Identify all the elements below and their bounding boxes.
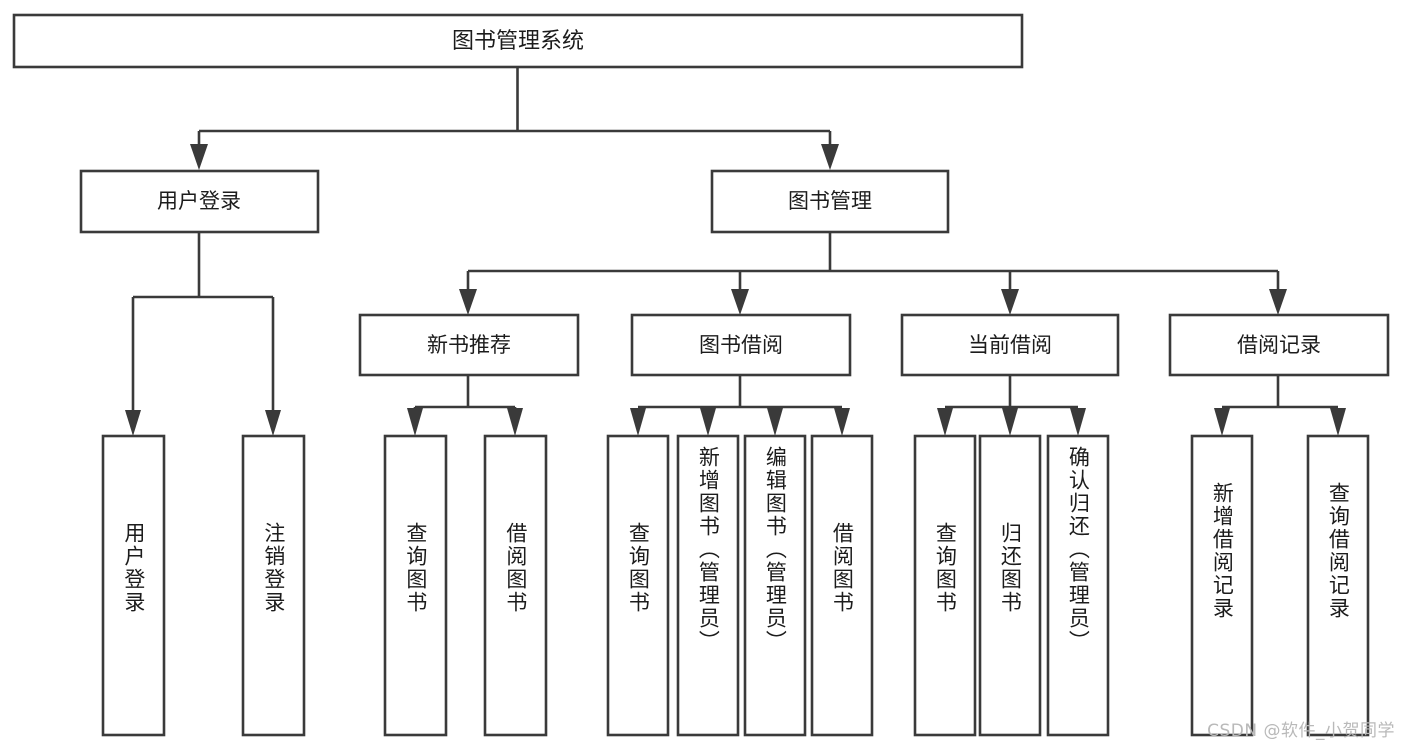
connector-group-new-book [407,375,523,436]
node-new-book-recommend-label: 新书推荐 [427,333,511,357]
leaf-box-book-borrow-4[interactable] [810,434,874,737]
arrow-head-book-borrow [731,289,749,315]
arrow-head-leaf-current-borrow-2 [1002,408,1018,436]
arrow-head-leaf-book-borrow-1 [630,408,646,436]
node-current-borrow[interactable]: 当前借阅 [900,313,1120,377]
node-user-login[interactable]: 用户登录 [79,169,320,234]
arrow-head-borrow-record [1269,289,1287,315]
leaf-box-user-login-2[interactable] [241,434,306,737]
node-book-manage[interactable]: 图书管理 [710,169,950,234]
arrow-head-leaf-book-borrow-4 [834,408,850,436]
leaf-box-new-book-1[interactable] [383,434,448,737]
arrow-head-leaf-current-borrow-3 [1070,408,1086,436]
node-root-box [12,13,1024,69]
node-user-login-box [79,169,320,234]
connector-group-book-borrow [630,375,850,436]
arrow-head-book-manage [821,144,839,170]
arrow-head-leaf-new-book-1 [407,408,423,436]
node-borrow-record-box [1168,313,1390,377]
leaf-box-new-book-2[interactable] [483,434,548,737]
node-user-login-label: 用户登录 [157,189,241,213]
leaf-boxes-user-login [101,434,306,737]
arrow-head-leaf-book-borrow-3 [767,408,783,436]
node-book-borrow-label: 图书借阅 [699,333,783,357]
arrow-head-leaf-borrow-record-1 [1214,408,1230,436]
connector-group-root [190,67,839,170]
leaf-box-borrow-record-2[interactable] [1306,434,1370,737]
arrow-head-leaf-new-book-2 [507,408,523,436]
arrow-head-current-borrow [1001,289,1019,315]
watermark-text: CSDN @软件_小贺同学 [1207,721,1395,741]
arrow-head-leaf-user-login-2 [265,410,281,436]
arrow-head-leaf-book-borrow-2 [700,408,716,436]
node-borrow-record-label: 借阅记录 [1237,333,1321,357]
node-current-borrow-box [900,313,1120,377]
node-borrow-record[interactable]: 借阅记录 [1168,313,1390,377]
connector-group-user-login [125,232,281,436]
node-book-borrow-box [630,313,852,377]
node-book-manage-box [710,169,950,234]
node-root-label: 图书管理系统 [452,29,584,54]
leaf-box-current-borrow-2[interactable] [978,434,1042,737]
node-new-book-recommend[interactable]: 新书推荐 [358,313,580,377]
leaf-box-user-login-1[interactable] [101,434,166,737]
leaf-boxes-borrow-record [1190,434,1370,737]
node-current-borrow-label: 当前借阅 [968,333,1052,357]
leaf-box-book-borrow-1[interactable] [606,434,670,737]
connector-group-current-borrow [937,375,1086,436]
node-new-book-recommend-box [358,313,580,377]
arrow-head-leaf-current-borrow-1 [937,408,953,436]
connector-group-borrow-record [1214,375,1346,436]
leaf-box-book-borrow-3[interactable] [743,434,807,737]
node-book-manage-label: 图书管理 [788,189,872,213]
arrow-head-leaf-user-login-1 [125,410,141,436]
arrow-head-user-login [190,144,208,170]
leaf-boxes-new-book-recommend [383,434,548,737]
leaf-box-current-borrow-1[interactable] [913,434,977,737]
leaf-box-current-borrow-3[interactable] [1046,434,1110,737]
arrow-head-leaf-borrow-record-2 [1330,408,1346,436]
connector-group-book-manage [459,232,1287,315]
arrow-head-new-book [459,289,477,315]
leaf-box-book-borrow-2[interactable] [676,434,740,737]
node-root-system[interactable]: 图书管理系统 [12,13,1024,69]
leaf-boxes-current-borrow [913,434,1110,737]
leaf-box-borrow-record-1[interactable] [1190,434,1254,737]
node-book-borrow[interactable]: 图书借阅 [630,313,852,377]
leaf-boxes-book-borrow [606,434,874,737]
